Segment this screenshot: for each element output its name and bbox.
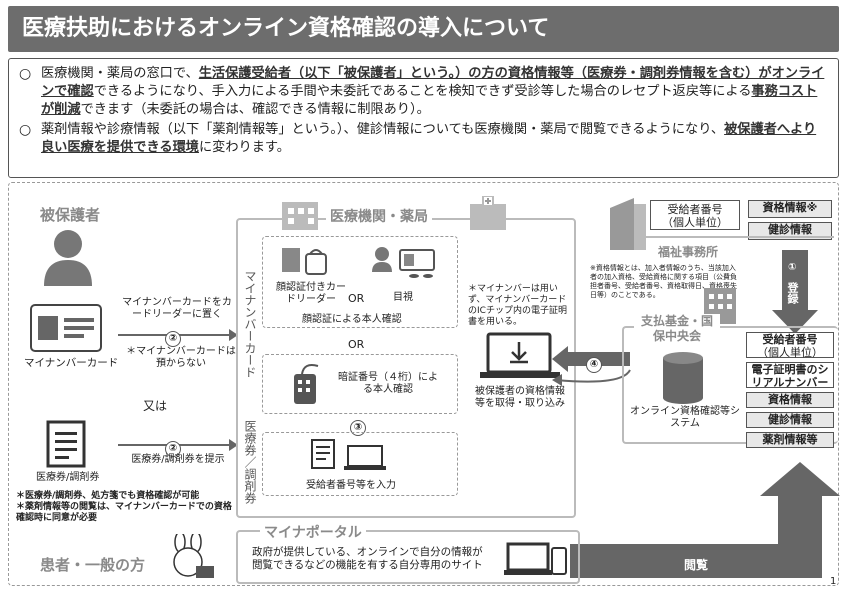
bullet1-highlight-1: 生活保護受給者（以下「被保護者」という。）の方の資格情報等（医療券・調剤券情報を… (41, 66, 825, 99)
ticket-label: 医療券/調剤券 (36, 472, 100, 483)
note-2: ＊薬剤情報等の閲覧は、マイナンバーカードでの資格確認時に同意が必要 (16, 502, 232, 523)
office-building-icon (610, 198, 646, 250)
pin-device-icon (294, 364, 319, 404)
person-icon (44, 230, 92, 286)
step-4-badge: ④ (586, 357, 602, 373)
fund-label: 支払基金・国保中央会 (634, 314, 720, 344)
bullet2-text-2: に変わります。 (199, 140, 290, 155)
register-label: 登録 (786, 282, 799, 304)
database-icon (663, 352, 703, 404)
page-title: 医療扶助におけるオンライン資格確認の導入について (8, 6, 839, 52)
mynumber-vertical-label: マイナンバーカード (243, 270, 257, 378)
fund-frame (622, 326, 838, 444)
arrow-right-icon (229, 439, 238, 451)
face-auth-label: 顔認証による本人確認 (302, 314, 402, 325)
pc-and-phone-icon (504, 542, 567, 575)
ticket-input-box (262, 432, 458, 496)
facility-label: 医療機関・薬局 (326, 206, 432, 226)
portal-frame (236, 530, 580, 584)
summary-bullet-2: ○ 薬剤情報や診療情報（以下「薬剤情報等」という。）、健診情報についても医療機関… (19, 121, 828, 157)
welfare-label: 福祉事務所 (658, 245, 719, 259)
view-label: 閲覧 (684, 558, 709, 572)
page-number: 1 (830, 576, 837, 587)
card-note: ＊マイナンバーカードは預からない (126, 346, 236, 369)
face-reader-icon (282, 248, 327, 275)
f-checkup-box: 健診情報 (746, 412, 834, 428)
bullet2-text-1: 薬剤情報や診療情報（以下「薬剤情報等」という。）、健診情報についても医療機関・薬… (41, 122, 725, 137)
f-serial-box: 電子証明書のシリアルナンバー (746, 362, 834, 389)
diagram-frame (8, 182, 839, 586)
or-1: OR (348, 292, 365, 305)
visual-check-icon (372, 247, 435, 278)
summary-box: ○ 医療機関・薬局の窓口で、生活保護受給者（以下「被保護者」という。）の方の資格… (8, 58, 839, 178)
hospital-icon (470, 196, 506, 230)
footnote: ※資格情報とは、加入者情報のうち、当該加入者の加入資格、受給資格に関する項目（公… (590, 264, 737, 299)
fetch-label: 被保護者の資格情報等を取得・取り込み (475, 386, 565, 409)
patient-label: 患者・一般の方 (40, 556, 146, 574)
ticket-and-pc-icon (311, 439, 386, 470)
document-icon (46, 420, 86, 468)
face-auth-box (262, 236, 458, 328)
mynumber-card-label: マイナンバーカード (24, 357, 119, 369)
card-action-text: マイナンバーカードをカードリーダーに置く (122, 297, 232, 320)
system-label: オンライン資格確認等システム (630, 406, 740, 429)
portal-label: マイナポータル (260, 522, 366, 542)
f-recipient-box: 受給者番号 （個人単位） (746, 332, 834, 359)
pin-auth-label: 暗証番号（４桁）による本人確認 (338, 372, 438, 395)
ticket-action-text: 医療券/調剤券を提示 (131, 454, 225, 465)
summary-bullet-1: ○ 医療機関・薬局の窓口で、生活保護受給者（以下「被保護者」という。）の方の資格… (19, 65, 828, 119)
w-checkup-box: 健診情報 (748, 222, 832, 240)
bullet1-text-2: できるようになり、手入力による手間や未委託であることを検知できず受診等した場合の… (93, 84, 752, 99)
f-drug-box: 薬剤情報等 (746, 432, 834, 448)
arrow-right-icon (229, 329, 238, 341)
bullet1-highlight-2: 事務コストが削減 (41, 84, 818, 117)
f-qualification-box: 資格情報 (746, 392, 834, 408)
building-icon (282, 202, 318, 230)
step-2-badge: ② (165, 441, 181, 457)
visual-label: 目視 (393, 292, 413, 303)
note-1: ＊医療券/調剤券、処方箋でも資格確認が可能 (16, 491, 200, 501)
person-label: 被保護者 (40, 206, 101, 224)
circle-bullet-icon: ○ (19, 66, 32, 82)
mynumber-card-icon (30, 304, 102, 352)
w-qualification-box: 資格情報※ (748, 200, 832, 218)
pin-auth-box (262, 354, 458, 414)
bullet1-text-1: 医療機関・薬局の窓口で、 (41, 66, 199, 81)
view-arrow (570, 462, 840, 578)
ticket-input-label: 受給者番号等を入力 (306, 480, 396, 491)
or-2: OR (348, 338, 365, 351)
portal-description: 政府が提供している、オンラインで自分の情報が閲覧できるなどの機能を有する自分専用… (252, 546, 483, 571)
or-label: 又は (143, 399, 168, 413)
ticket-vertical-label: 医療券／調剤券 (243, 420, 257, 504)
register-num: ① (788, 262, 797, 273)
ic-note: ＊マイナンバーは用いず、マイナンバーカードのICチップ内の電子証明書を用いる。 (468, 284, 567, 327)
register-arrow (772, 250, 818, 334)
step-2-badge: ② (165, 331, 181, 347)
bullet2-highlight-1: 被保護者へより良い医療を提供できる環境 (41, 122, 817, 155)
laptop-download-icon (480, 332, 560, 378)
bullet1-text-3: できます（未委託の場合は、確認できる情報に制限あり）。 (80, 102, 430, 117)
circle-bullet-icon: ○ (19, 122, 32, 138)
w-recipient-box: 受給者番号 （個人単位） (650, 200, 740, 230)
mascot-icon (173, 534, 214, 578)
face-reader-label: 顔認証付きカードリーダー (276, 282, 346, 305)
